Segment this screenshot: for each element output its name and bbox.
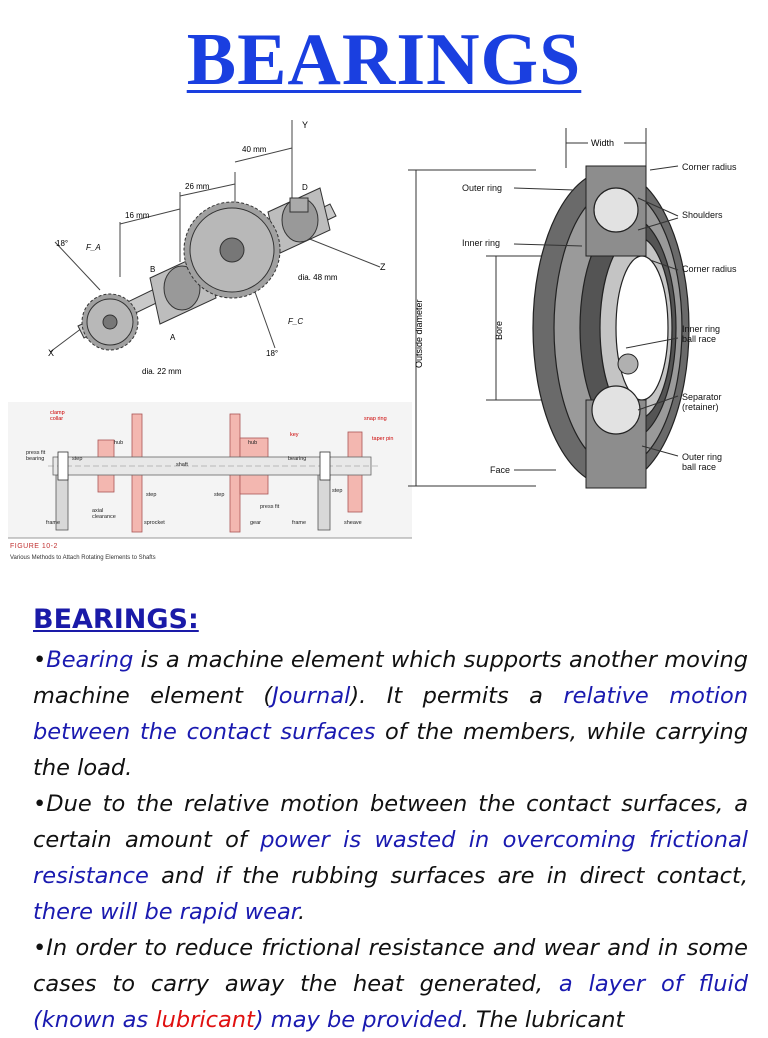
lbl-step-1: step: [72, 456, 82, 462]
lbl-corner-radius-top: Corner radius: [682, 162, 737, 172]
lbl-step-4: step: [332, 488, 342, 494]
lbl-frame-1: frame: [46, 520, 60, 526]
text-span: and if the rubbing surfaces are in direc…: [148, 863, 748, 889]
lbl-inner-ring: Inner ring: [462, 238, 500, 248]
force-fc: F_C: [288, 317, 303, 326]
paragraph-1: •Bearing is a machine element which supp…: [33, 642, 748, 786]
lbl-bearing: bearing: [288, 456, 306, 462]
term-bearing: Bearing: [46, 647, 134, 673]
ball-bottom: [591, 385, 641, 435]
point-d: D: [302, 183, 308, 192]
lbl-hub-2: hub: [248, 440, 257, 446]
lbl-width: Width: [591, 138, 614, 148]
ball-top: [593, 187, 639, 233]
dim-40: 40 mm: [242, 145, 267, 154]
lbl-shaft: shaft: [176, 462, 188, 468]
figure-caption-title: FIGURE 10-2: [10, 543, 58, 550]
force-fa: F_A: [86, 243, 101, 252]
lbl-step-3: step: [214, 492, 224, 498]
term-power-wasted: power is wasted in overcoming frictional…: [33, 827, 748, 889]
ball-bearing-figure: Width Outside diameter Bore Corner radiu…: [408, 128, 737, 489]
lbl-corner-radius-bottom: Corner radius: [682, 264, 737, 274]
bullet: •: [33, 647, 47, 673]
lbl-outside-diameter: Outside diameter: [414, 299, 424, 368]
paragraph-3: •In order to reduce frictional resistanc…: [33, 930, 748, 1038]
lbl-sheave: sheave: [344, 520, 362, 526]
dim-26: 26 mm: [185, 182, 210, 191]
section-heading: BEARINGS:: [33, 604, 199, 635]
lbl-outer-ring: Outer ring: [462, 183, 502, 193]
lbl-bore: Bore: [494, 321, 504, 340]
dia-48: dia. 48 mm: [298, 273, 338, 282]
dia-22: dia. 22 mm: [142, 367, 182, 376]
shaft-gears-figure: 40 mm 26 mm 16 mm Y Z X D B A C 18° 18° …: [48, 120, 386, 376]
text-span: •In order to reduce frictional resistanc…: [33, 935, 748, 997]
lbl-shoulders: Shoulders: [682, 210, 723, 220]
term-journal: Journal: [272, 683, 351, 709]
axis-y: Y: [302, 120, 308, 130]
text-span: of the members, while carrying the load.: [33, 719, 748, 781]
term-may-be-provided: ) may be provided: [254, 1007, 462, 1033]
lbl-hub-1: hub: [114, 440, 123, 446]
ball-middle: [617, 353, 639, 375]
figure-caption-text: Various Methods to Attach Rotating Eleme…: [10, 555, 156, 561]
axis-x: X: [48, 348, 54, 358]
term-relative-motion: relative motion between the contact surf…: [33, 683, 748, 745]
text-span: . The lubricant: [461, 1007, 625, 1033]
dim-16: 16 mm: [125, 211, 150, 220]
lbl-frame-2: frame: [292, 520, 306, 526]
lbl-snap-ring: snap ring: [364, 416, 387, 422]
lbl-key: key: [290, 432, 299, 438]
lbl-press-fit: press fit: [260, 504, 280, 510]
lbl-separator: Separator(retainer): [682, 392, 722, 412]
text-span: is a machine element which supports anot…: [33, 647, 748, 709]
point-b: B: [150, 265, 155, 274]
text-span: •Due to the relative motion between the …: [33, 791, 748, 853]
term-lubricant: lubricant: [155, 1007, 255, 1033]
text-span: ). It permits a: [350, 683, 564, 709]
lbl-step-2: step: [146, 492, 156, 498]
page-title: BEARINGS: [186, 19, 582, 101]
angle-18-left: 18°: [56, 239, 68, 248]
lbl-gear: gear: [250, 520, 261, 526]
lbl-sprocket: sprocket: [144, 520, 165, 526]
axis-z: Z: [380, 262, 386, 272]
lbl-face: Face: [490, 465, 510, 475]
paragraph-2: •Due to the relative motion between the …: [33, 786, 748, 930]
body-text: •Bearing is a machine element which supp…: [33, 642, 748, 1038]
text-span: .: [297, 899, 306, 925]
term-rapid-wear: there will be rapid wear: [33, 899, 298, 925]
lbl-taper-pin: taper pin: [372, 436, 393, 442]
point-a: A: [170, 333, 176, 342]
angle-18-right: 18°: [266, 349, 278, 358]
